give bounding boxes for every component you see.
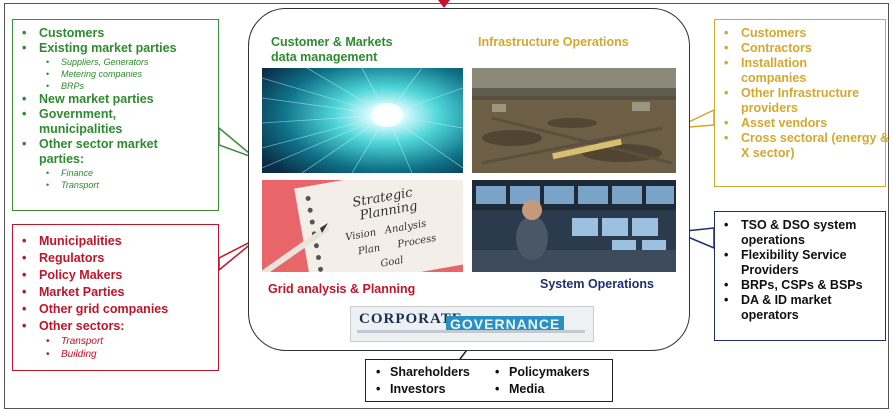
system-operations-title: System Operations [540, 277, 654, 291]
board-plan-text: Plan [356, 243, 381, 258]
navy-item-da-id: DA & ID market operators [715, 293, 866, 323]
green-item-other-sector: Other sector market parties: [13, 137, 204, 167]
gold-item-installation: Installation companies [715, 56, 841, 86]
green-sub-transport: Transport [13, 179, 218, 191]
bottom-item-media: Media [491, 381, 590, 398]
green-sub-suppliers: Suppliers, Generators [13, 56, 218, 68]
navy-item-tso-dso: TSO & DSO system operations [715, 218, 885, 248]
gold-item-cross-sectoral: Cross sectoral (energy & X sector) [715, 131, 891, 161]
bottom-right-column: Policymakers Media [491, 364, 590, 398]
bottom-item-policymakers: Policymakers [491, 364, 590, 381]
navy-item-brps: BRPs, CSPs & BSPs [715, 278, 885, 293]
logo-governance-word: GOVERNANCE [446, 316, 565, 332]
green-item-existing-parties: Existing market parties [13, 41, 218, 56]
green-sub-metering: Metering companies [13, 68, 218, 80]
customer-markets-title: Customer & Markets data management [271, 35, 393, 65]
green-stakeholder-callout: Customers Existing market parties Suppli… [12, 19, 219, 211]
navy-stakeholder-callout: TSO & DSO system operations Flexibility … [714, 211, 886, 341]
gold-item-customers: Customers [715, 26, 885, 41]
gold-item-other-infra: Other Infrastructure providers [715, 86, 886, 116]
red-item-regulators: Regulators [13, 250, 218, 267]
green-item-new-parties: New market parties [13, 92, 218, 107]
green-sub-finance: Finance [13, 167, 218, 179]
top-arrow [438, 0, 450, 8]
strategic-planning-image: Strategic Planning Vision Analysis Plan … [262, 180, 463, 272]
central-panel [248, 8, 690, 351]
grid-analysis-title: Grid analysis & Planning [268, 282, 416, 296]
logo-word-cloud-strip [357, 330, 585, 333]
red-stakeholder-callout: Municipalities Regulators Policy Makers … [12, 224, 219, 371]
gold-item-asset-vendors: Asset vendors [715, 116, 885, 131]
green-item-customers: Customers [13, 26, 218, 41]
bottom-item-shareholders: Shareholders [372, 364, 470, 381]
data-tunnel-image [262, 68, 463, 173]
gold-stakeholder-callout: Customers Contractors Installation compa… [714, 19, 889, 187]
red-item-other-grid: Other grid companies [13, 301, 218, 318]
bottom-item-investors: Investors [372, 381, 470, 398]
board-vision-text: Vision [345, 227, 377, 243]
board-goal-text: Goal [380, 255, 405, 270]
customer-markets-title-line1: Customer & Markets [271, 35, 393, 49]
red-item-other-sectors: Other sectors: [13, 318, 218, 335]
control-room-image [472, 180, 676, 272]
red-item-market-parties: Market Parties [13, 284, 218, 301]
red-sub-building: Building [13, 348, 218, 361]
gold-item-contractors: Contractors [715, 41, 885, 56]
green-item-government: Government, municipalities [13, 107, 189, 137]
logo-corporate-word: CORPORATE [359, 311, 463, 327]
bottom-stakeholder-box: Shareholders Investors Policymakers Medi… [365, 359, 613, 402]
green-sub-brps: BRPs [13, 80, 218, 92]
bottom-left-column: Shareholders Investors [372, 364, 470, 398]
infrastructure-title: Infrastructure Operations [478, 35, 629, 49]
red-item-policy-makers: Policy Makers [13, 267, 218, 284]
red-sub-transport: Transport [13, 335, 218, 348]
red-item-municipalities: Municipalities [13, 233, 218, 250]
construction-site-image [472, 68, 676, 173]
corporate-governance-logo: CORPORATE GOVERNANCE [350, 306, 594, 342]
customer-markets-title-line2: data management [271, 50, 378, 64]
navy-item-flexibility: Flexibility Service Providers [715, 248, 861, 278]
